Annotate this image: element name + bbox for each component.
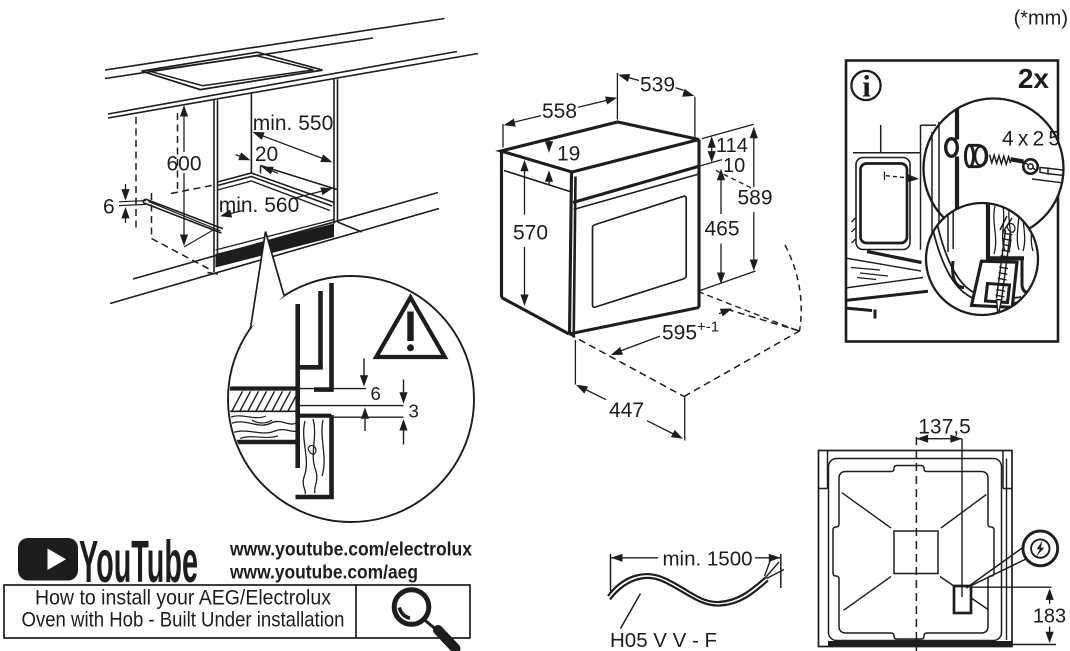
svg-text:539: 539 — [640, 74, 675, 97]
svg-text:137,5: 137,5 — [918, 416, 971, 439]
svg-text:YouTube: YouTube — [79, 529, 198, 595]
svg-text:How to install your AEG/Electr: How to install your AEG/Electrolux — [35, 587, 331, 610]
svg-text:3: 3 — [409, 401, 419, 422]
svg-text:10: 10 — [723, 155, 745, 177]
svg-text:2x: 2x — [1018, 63, 1050, 94]
svg-text:465: 465 — [704, 218, 739, 241]
svg-text:6: 6 — [371, 383, 381, 404]
svg-text:Oven with Hob - Built Under in: Oven with Hob - Built Under installation — [22, 609, 345, 632]
svg-text:www.youtube.com/electrolux: www.youtube.com/electrolux — [229, 539, 472, 561]
svg-text:www.youtube.com/aeg: www.youtube.com/aeg — [229, 562, 418, 584]
svg-text:19: 19 — [557, 143, 580, 166]
svg-text:min. 550: min. 550 — [253, 112, 334, 135]
svg-text:H05 V V - F: H05 V V - F — [610, 629, 717, 651]
svg-text:183: 183 — [1033, 606, 1066, 628]
svg-text:20: 20 — [255, 143, 278, 166]
svg-text:(*mm): (*mm) — [1014, 8, 1068, 30]
svg-text:min. 1500: min. 1500 — [662, 548, 752, 571]
svg-text:589: 589 — [737, 187, 772, 210]
svg-text:600: 600 — [166, 153, 201, 176]
svg-text:114: 114 — [716, 135, 748, 157]
svg-text:i: i — [862, 69, 871, 104]
svg-text:570: 570 — [513, 222, 548, 245]
svg-text:6: 6 — [103, 196, 115, 219]
svg-text:558: 558 — [542, 100, 577, 123]
svg-text:447: 447 — [609, 399, 644, 422]
